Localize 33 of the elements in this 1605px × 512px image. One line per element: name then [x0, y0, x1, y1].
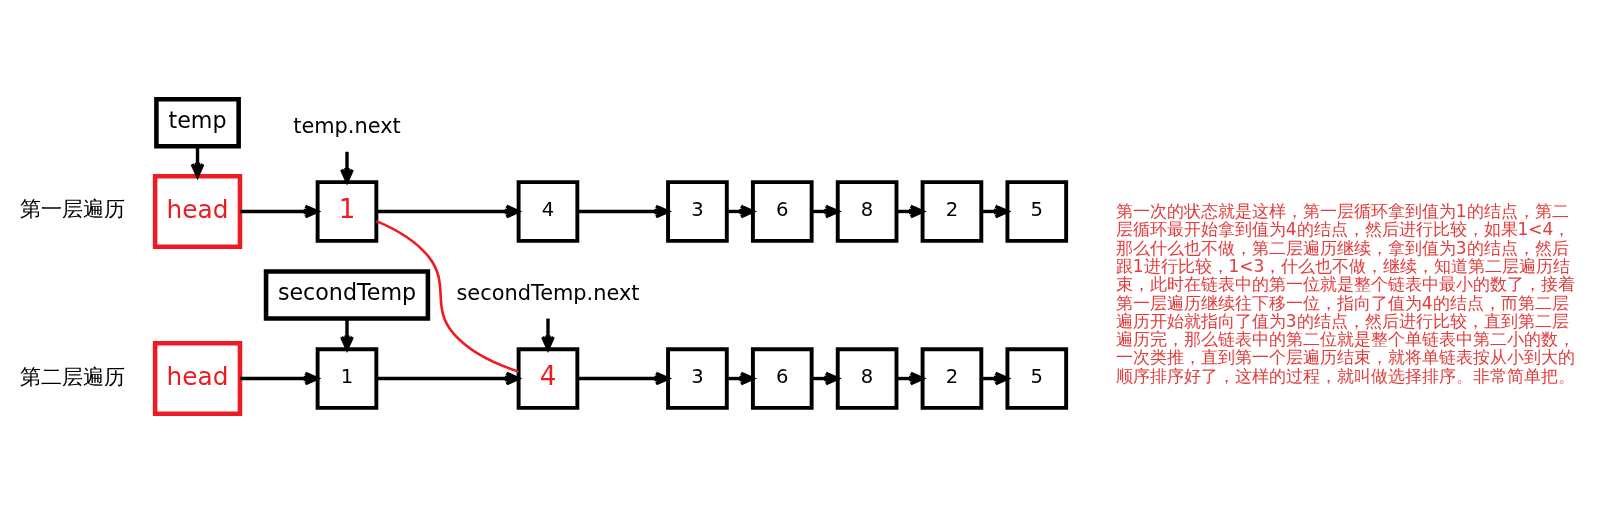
arrow [240, 371, 319, 385]
node-box: 6 [750, 346, 814, 410]
label: 第一层遍历 [19, 196, 125, 221]
node-box: temp [154, 96, 241, 148]
arrow [340, 318, 354, 351]
node-box: head [152, 340, 243, 416]
node-box: 4 [516, 346, 580, 410]
node-text: secondTemp.next [456, 280, 640, 305]
node-box: 3 [666, 346, 729, 410]
node-box: secondTemp [263, 268, 431, 321]
node-box: 4 [516, 179, 580, 243]
node-box: 2 [920, 179, 984, 243]
label: 第一次的状态就是这样，第一层循环拿到值为1的结点，第二层循环最开始拿到值为4的结点，然后进行比较，如果1<4，那么什么也不做，第二层遍历继续，拿到值为3的结点，然后跟1进行比较，1<3，什么也不做，继续，知道第二层遍历结束，此时在链表中的第一位就是整个链表中最小的数了，接着第一层遍历继续往下移一位，指向了值为4的结点，而第二层遍历开始就指向了值为3的结点，然后进行比较，直到第二层遍历完，那么链表中的第二位就是整个单链表中第二小的数，一次类推，直到第一个层遍历结束，就将单链表按从小到大的顺序排序好了，这样的过程，就叫做选择排序。非常简单把。 [1115, 200, 1575, 386]
node-box: 5 [1005, 179, 1069, 243]
arrow [376, 371, 520, 385]
connector [375, 219, 519, 373]
node-text: temp.next [293, 113, 401, 138]
node-box: 2 [920, 346, 984, 410]
arrow [340, 151, 354, 183]
arrow [577, 204, 670, 218]
arrow [376, 204, 520, 218]
node-box: 1 [315, 346, 379, 410]
node-box: head [152, 173, 243, 249]
arrow [577, 371, 670, 385]
node-box: 3 [666, 179, 729, 243]
arrow [541, 318, 555, 351]
node-box: 6 [750, 179, 814, 243]
node-box: 5 [1005, 346, 1069, 410]
node-box: 8 [835, 179, 899, 243]
node-box: 8 [835, 346, 899, 410]
arrow [240, 204, 319, 218]
label: 第二层遍历 [19, 364, 125, 388]
node-box: 1 [315, 179, 379, 243]
